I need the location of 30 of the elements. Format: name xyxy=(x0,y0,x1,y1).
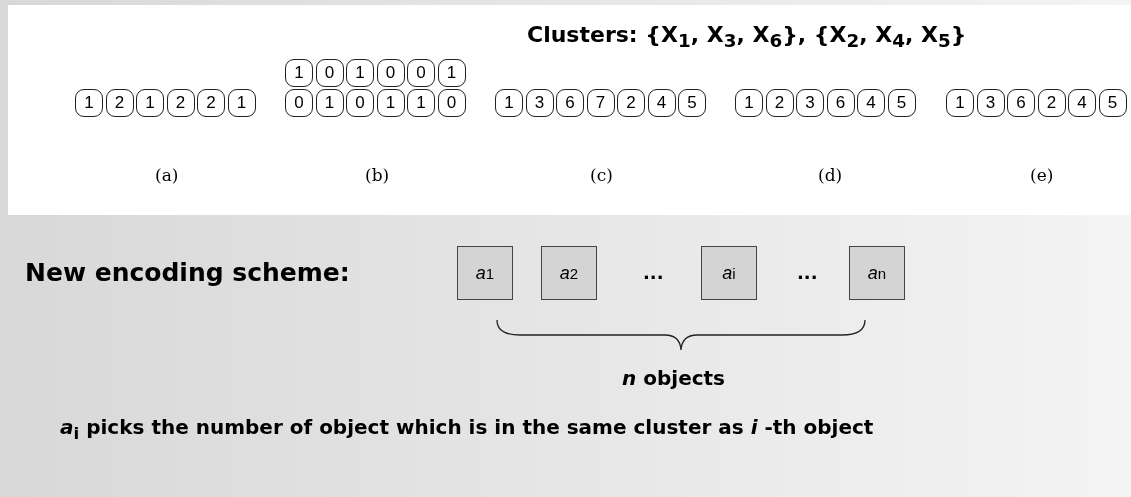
digit-cell: 5 xyxy=(678,89,706,117)
digit-cell: 0 xyxy=(346,89,374,117)
digit-cell: 1 xyxy=(136,89,164,117)
ellipsis: ... xyxy=(797,262,818,283)
digit-cell: 1 xyxy=(407,89,435,117)
digit-cell: 2 xyxy=(197,89,225,117)
digit-cell: 0 xyxy=(407,59,435,87)
digit-cell: 1 xyxy=(285,59,313,87)
digit-cell: 1 xyxy=(946,89,974,117)
ellipsis: ... xyxy=(643,262,664,283)
digit-cell: 4 xyxy=(1068,89,1096,117)
digit-cell: 1 xyxy=(346,59,374,87)
digit-cell: 1 xyxy=(735,89,763,117)
digit-cell: 1 xyxy=(495,89,523,117)
digit-cell: 4 xyxy=(857,89,885,117)
digit-cell: 0 xyxy=(285,89,313,117)
digit-cell: 2 xyxy=(617,89,645,117)
explanation-text: a$_{i}$ picks the number of object which is in the same cluster as i -th object xyxy=(60,415,874,443)
digit-cell: 6 xyxy=(1007,89,1035,117)
subfigure-caption: (c) xyxy=(590,165,613,185)
subfigure-caption: (e) xyxy=(1030,165,1054,185)
brace-label: n objects xyxy=(622,366,725,390)
cluster-heading: Clusters: {X$_{1}$, X$_{3}$, X$_{6}$}, {X$_{2}$, X$_{4}$, X$_{5}$} xyxy=(527,22,967,52)
digit-cell: 3 xyxy=(796,89,824,117)
digit-cell: 1 xyxy=(75,89,103,117)
subfigure-caption: (d) xyxy=(818,165,843,185)
subfigure-caption: (a) xyxy=(155,165,179,185)
digit-cell: 6 xyxy=(556,89,584,117)
scheme-heading: New encoding scheme: xyxy=(25,258,350,287)
subfigure-caption: (b) xyxy=(365,165,390,185)
